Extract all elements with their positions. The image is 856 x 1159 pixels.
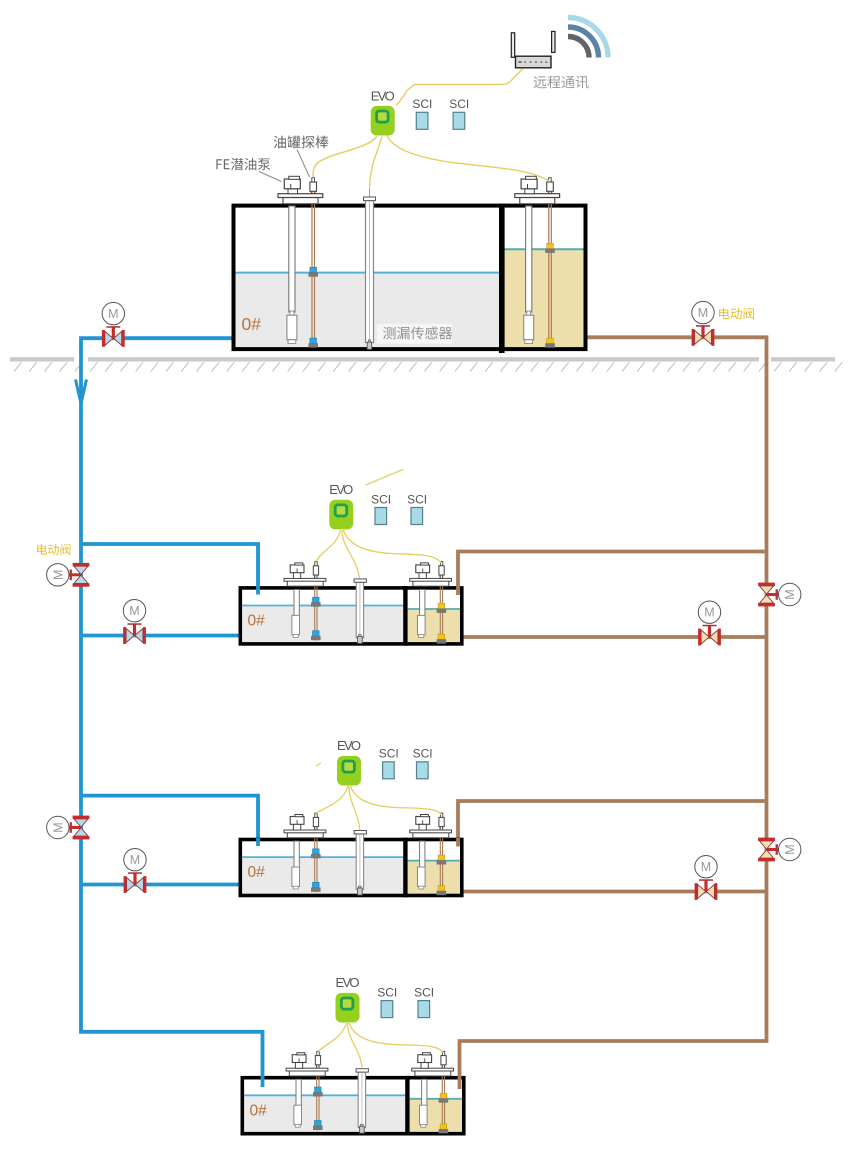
svg-text:SCI: SCI [412,97,432,111]
svg-text:0#: 0# [242,314,262,334]
svg-text:SCI: SCI [379,747,399,761]
svg-text:SCI: SCI [407,492,427,506]
svg-text:SCI: SCI [413,747,433,761]
svg-text:EVO: EVO [337,738,361,753]
svg-text:EVO: EVO [329,482,353,497]
svg-text:SCI: SCI [414,985,434,999]
svg-text:SCI: SCI [377,985,397,999]
svg-text:EVO: EVO [336,975,360,990]
svg-text:SCI: SCI [449,97,469,111]
svg-text:SCI: SCI [371,492,391,506]
svg-text:EVO: EVO [371,88,395,103]
